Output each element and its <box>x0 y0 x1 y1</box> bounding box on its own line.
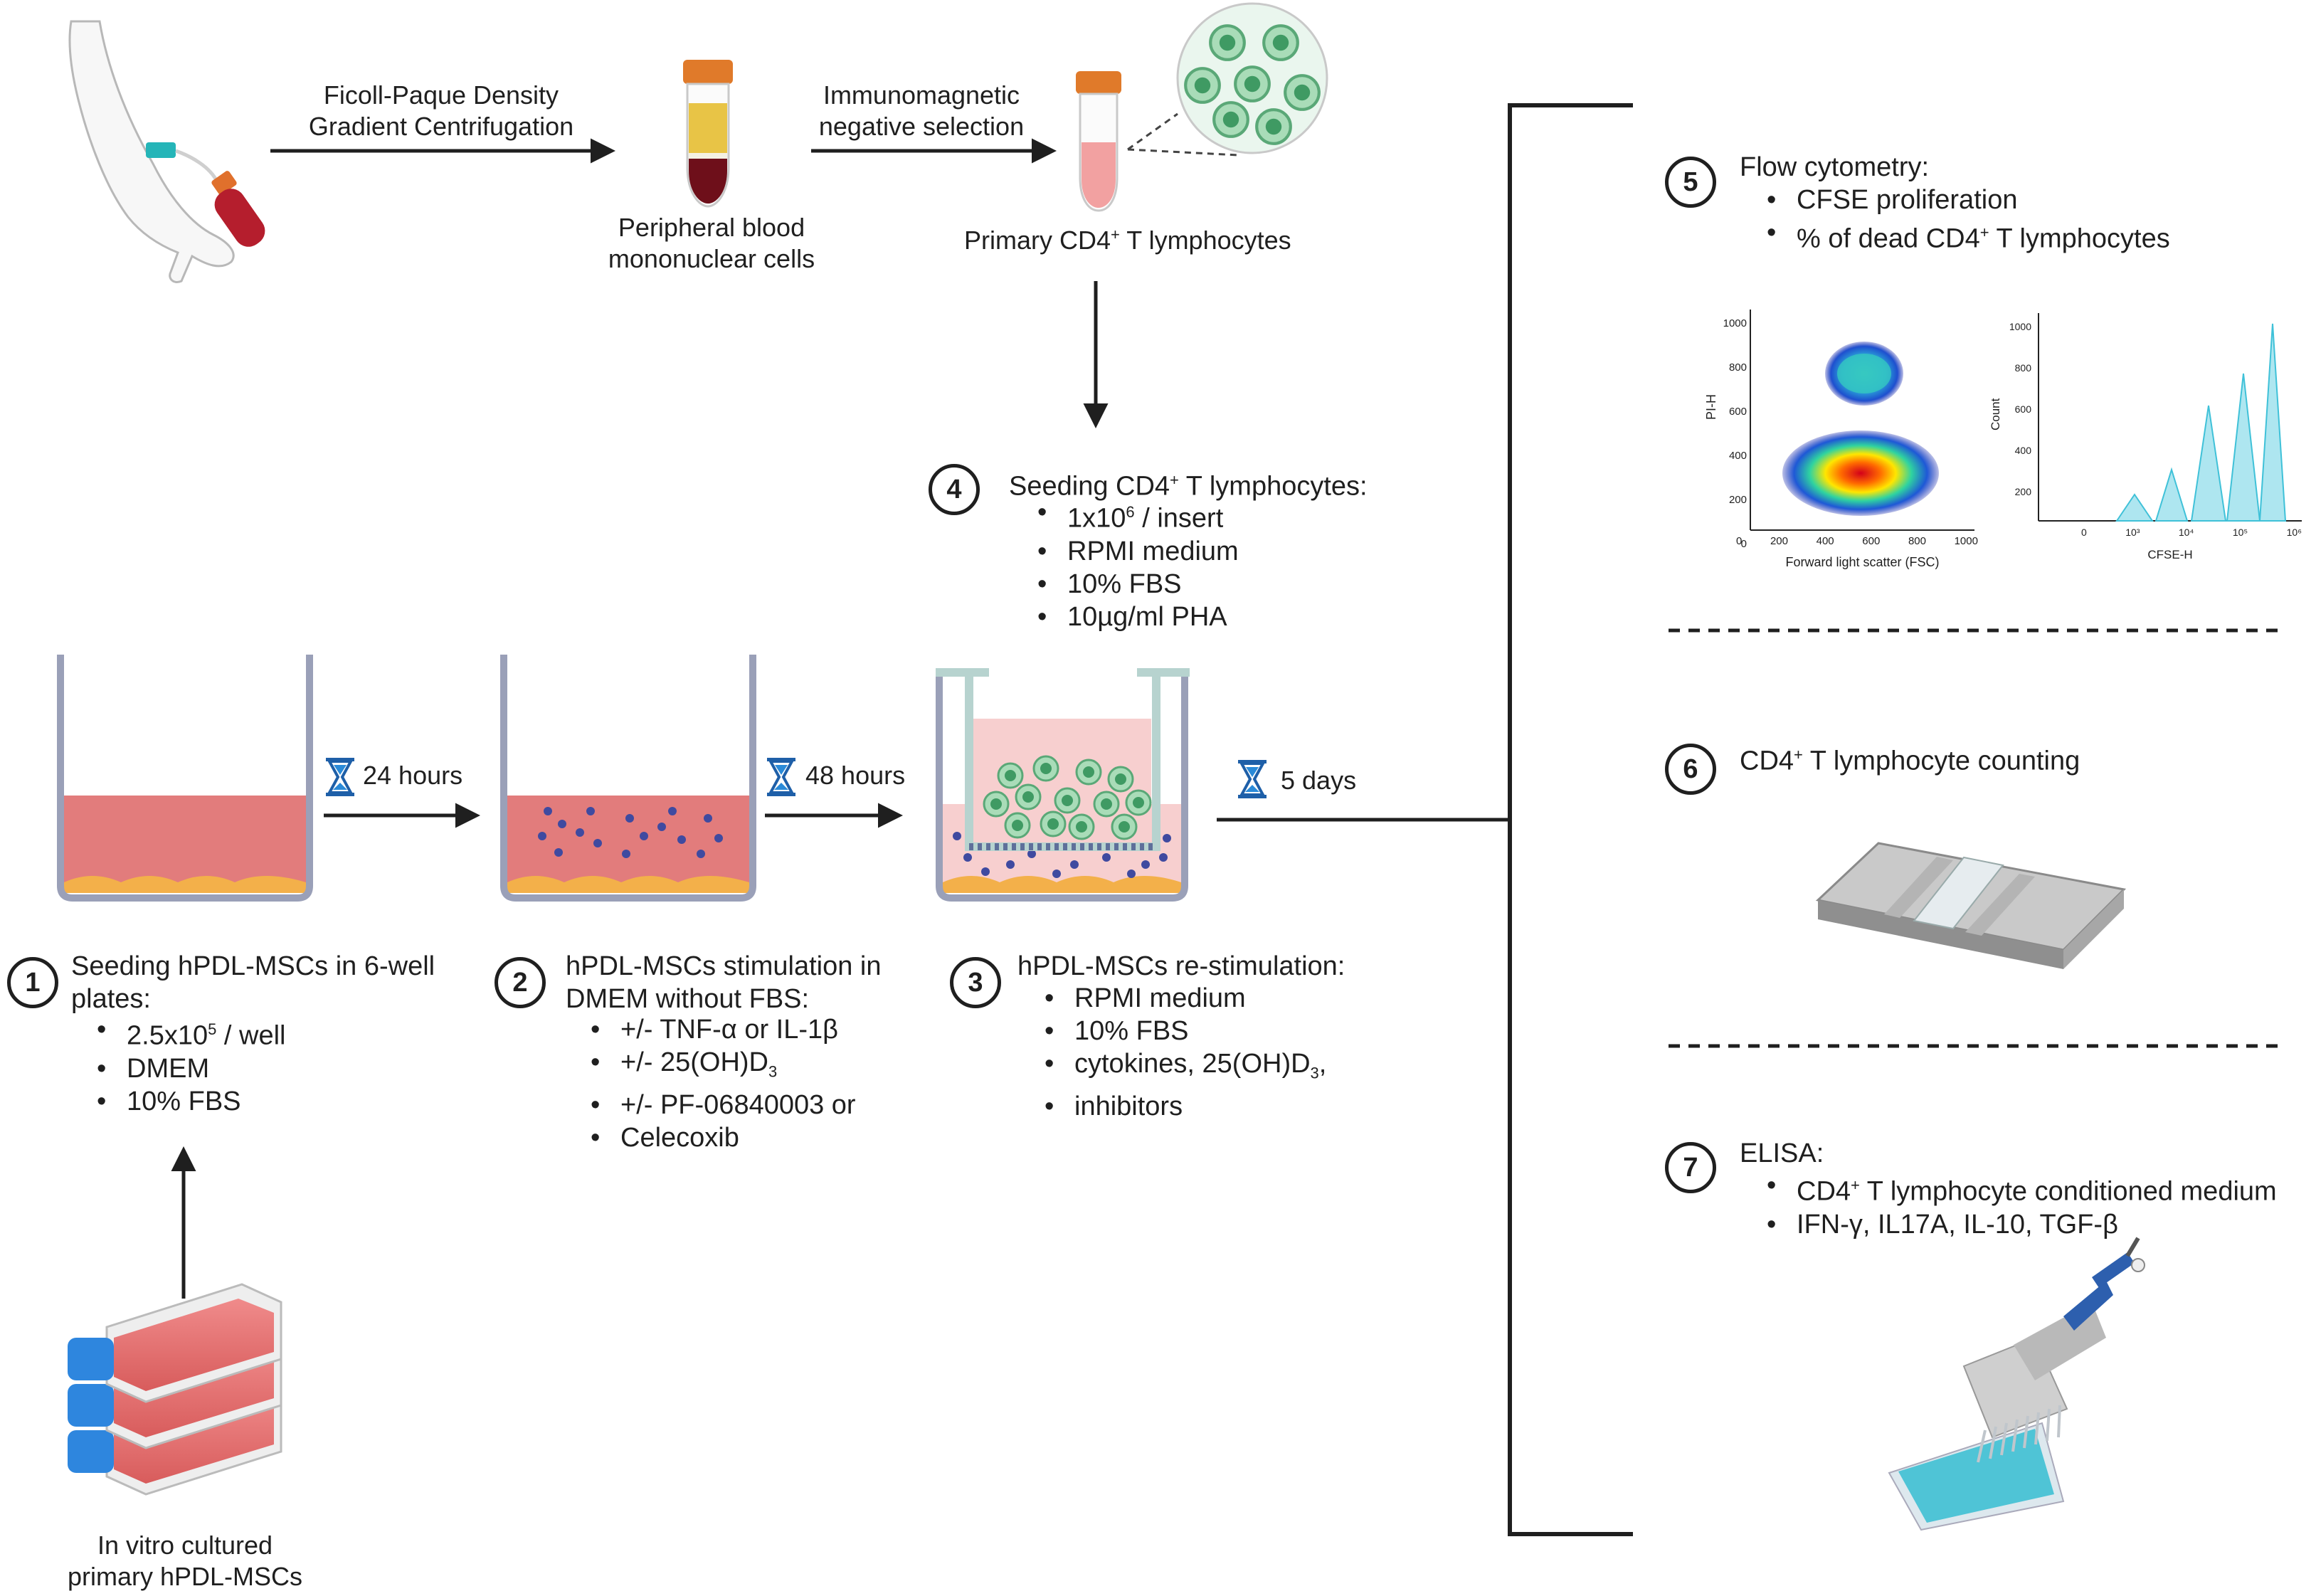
analysis-bracket <box>1508 103 1633 1536</box>
transwell-icon <box>936 668 1190 902</box>
well-1-icon <box>57 655 313 902</box>
step-1-item: DMEM <box>91 1052 285 1085</box>
step-2-item: +/- PF-06840003 or <box>585 1089 856 1121</box>
step-5-item: % of dead CD4+ T lymphocytes <box>1761 216 2170 255</box>
step-4-item: 10% FBS <box>1032 568 1239 601</box>
step-2-badge: 2 <box>495 957 546 1008</box>
step-3-item: RPMI medium <box>1039 982 1326 1015</box>
histogram-xlabel: CFSE-H <box>2147 548 2193 561</box>
step-7-badge: 7 <box>1665 1142 1716 1193</box>
step-7-list: CD4+ T lymphocyte conditioned medium IFN… <box>1761 1169 2277 1241</box>
multichannel-pipette-icon <box>1888 1237 2145 1531</box>
step-3-badge: 3 <box>950 957 1001 1008</box>
step-2-item: Celecoxib <box>585 1121 856 1154</box>
step-5-item: CFSE proliferation <box>1761 184 2170 216</box>
hourglass-icon-3 <box>1237 759 1268 800</box>
step-3-title: hPDL-MSCs re-stimulation: <box>1017 951 1345 981</box>
timer-5days: 5 days <box>1281 766 1357 795</box>
histogram-plot <box>2038 313 2302 522</box>
step-1-item: 10% FBS <box>91 1085 285 1118</box>
step-4-list: 1x106 / insert RPMI medium 10% FBS 10µg/… <box>1032 496 1239 633</box>
scatter-plot <box>1750 310 1974 531</box>
step-4-item: RPMI medium <box>1032 535 1239 568</box>
step-3-item: 10% FBS <box>1039 1015 1326 1047</box>
step-2-list: +/- TNF-α or IL-1β +/- 25(OH)D3 +/- PF-0… <box>585 1013 856 1154</box>
step-2-item: +/- TNF-α or IL-1β <box>585 1013 856 1046</box>
step-7-item: IFN-γ, IL17A, IL-10, TGF-β <box>1761 1208 2277 1241</box>
step-3-item: inhibitors <box>1039 1090 1326 1123</box>
magnified-cells-icon <box>1176 2 1328 154</box>
pbmc-tube-icon <box>683 60 733 208</box>
culture-flasks-icon <box>68 1283 282 1496</box>
step-5-title: Flow cytometry: <box>1740 152 1930 182</box>
step-1-list: 2.5x105 / well DMEM 10% FBS <box>91 1013 285 1118</box>
hourglass-icon-1 <box>324 756 356 798</box>
step-4-item: 10µg/ml PHA <box>1032 601 1239 633</box>
cd4-cells-label: Primary CD4+ T lymphocytes <box>964 226 1291 255</box>
timer-48h: 48 hours <box>805 761 906 790</box>
scatter-xlabel: Forward light scatter (FSC) <box>1785 555 1940 569</box>
step-2-item: +/- 25(OH)D3 <box>585 1046 856 1089</box>
step-6-badge: 6 <box>1665 744 1716 795</box>
arm-with-blood-draw-icon <box>68 20 265 283</box>
step-1-badge: 1 <box>7 957 58 1008</box>
step-5-list: CFSE proliferation % of dead CD4+ T lymp… <box>1761 184 2170 255</box>
hourglass-icon-2 <box>766 756 797 798</box>
step-5-badge: 5 <box>1665 157 1716 208</box>
step-1-item: 2.5x105 / well <box>91 1013 285 1052</box>
step-7-item: CD4+ T lymphocyte conditioned medium <box>1761 1169 2277 1208</box>
well-2-icon <box>500 655 756 902</box>
scatter-ylabel: PI-H <box>1704 394 1718 420</box>
step-3-list: RPMI medium 10% FBS cytokines, 25(OH)D3,… <box>1039 982 1326 1123</box>
step-6-title: CD4+ T lymphocyte counting <box>1740 746 2080 776</box>
step-7-title: ELISA: <box>1740 1138 1824 1168</box>
cd4-tube-icon <box>1076 71 1121 212</box>
step-4-badge: 4 <box>929 464 980 515</box>
timer-24h: 24 hours <box>363 761 463 790</box>
step-3-item: cytokines, 25(OH)D3, <box>1039 1047 1326 1090</box>
counting-chamber-icon <box>1815 842 2127 969</box>
step-4-item: 1x106 / insert <box>1032 496 1239 535</box>
